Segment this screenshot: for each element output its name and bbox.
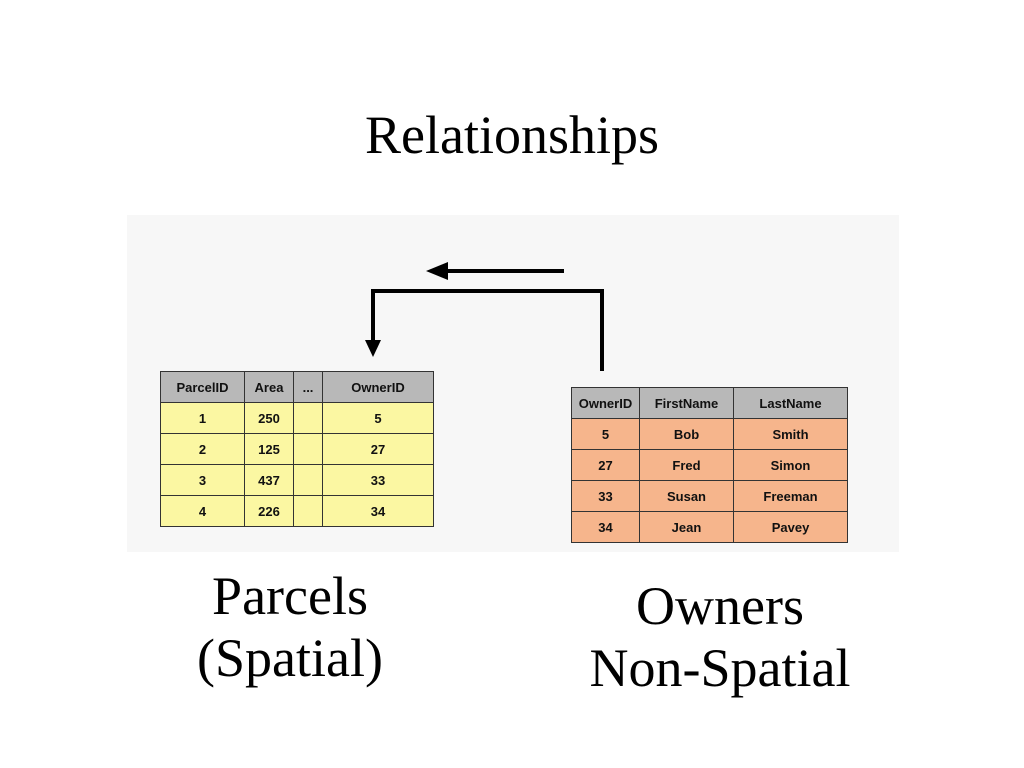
column-header-ownerid: OwnerID	[322, 371, 434, 403]
table-cell: 5	[571, 418, 640, 450]
table-cell: 125	[244, 433, 294, 465]
table-row: 2 125 27	[160, 433, 434, 465]
table-header-row: OwnerID FirstName LastName	[571, 387, 848, 419]
table-cell: 34	[322, 495, 434, 527]
table-header-row: ParcelID Area ... OwnerID	[160, 371, 434, 403]
table-cell: 33	[322, 464, 434, 496]
table-cell: 437	[244, 464, 294, 496]
table-cell: Bob	[639, 418, 734, 450]
column-header-area: Area	[244, 371, 294, 403]
table-cell: 5	[322, 402, 434, 434]
parcels-caption-line2: (Spatial)	[197, 628, 383, 688]
column-header-ownerid: OwnerID	[571, 387, 640, 419]
column-header-lastname: LastName	[733, 387, 848, 419]
link-arrow	[365, 289, 604, 371]
owners-caption: Owners Non-Spatial	[520, 575, 920, 699]
table-cell	[293, 495, 323, 527]
table-cell: 34	[571, 511, 640, 543]
table-cell: Fred	[639, 449, 734, 481]
column-header-firstname: FirstName	[639, 387, 734, 419]
table-cell: 27	[571, 449, 640, 481]
owners-caption-line1: Owners	[636, 576, 804, 636]
table-cell: Jean	[639, 511, 734, 543]
table-row: 1 250 5	[160, 402, 434, 434]
table-row: 3 437 33	[160, 464, 434, 496]
slide-title: Relationships	[365, 105, 659, 165]
table-row: 34 Jean Pavey	[571, 511, 848, 543]
table-cell: 4	[160, 495, 245, 527]
table-cell: 3	[160, 464, 245, 496]
table-row: 27 Fred Simon	[571, 449, 848, 481]
owners-caption-line2: Non-Spatial	[589, 638, 851, 698]
table-cell: 1	[160, 402, 245, 434]
table-cell	[293, 464, 323, 496]
table-cell: 250	[244, 402, 294, 434]
table-row: 5 Bob Smith	[571, 418, 848, 450]
table-cell: Freeman	[733, 480, 848, 512]
parcels-table: ParcelID Area ... OwnerID 1 250 5 2 125 …	[160, 371, 434, 527]
table-cell: 33	[571, 480, 640, 512]
table-cell	[293, 433, 323, 465]
parcels-caption-line1: Parcels	[212, 566, 368, 626]
parcels-caption: Parcels (Spatial)	[140, 565, 440, 689]
column-header-parcelid: ParcelID	[160, 371, 245, 403]
table-cell	[293, 402, 323, 434]
table-row: 4 226 34	[160, 495, 434, 527]
direction-arrow	[426, 262, 564, 280]
table-cell: 27	[322, 433, 434, 465]
table-cell: 226	[244, 495, 294, 527]
table-cell: Susan	[639, 480, 734, 512]
table-cell: Smith	[733, 418, 848, 450]
owners-table: OwnerID FirstName LastName 5 Bob Smith 2…	[571, 387, 848, 543]
table-row: 33 Susan Freeman	[571, 480, 848, 512]
table-cell: Pavey	[733, 511, 848, 543]
table-cell: 2	[160, 433, 245, 465]
table-cell: Simon	[733, 449, 848, 481]
column-header-ellipsis: ...	[293, 371, 323, 403]
